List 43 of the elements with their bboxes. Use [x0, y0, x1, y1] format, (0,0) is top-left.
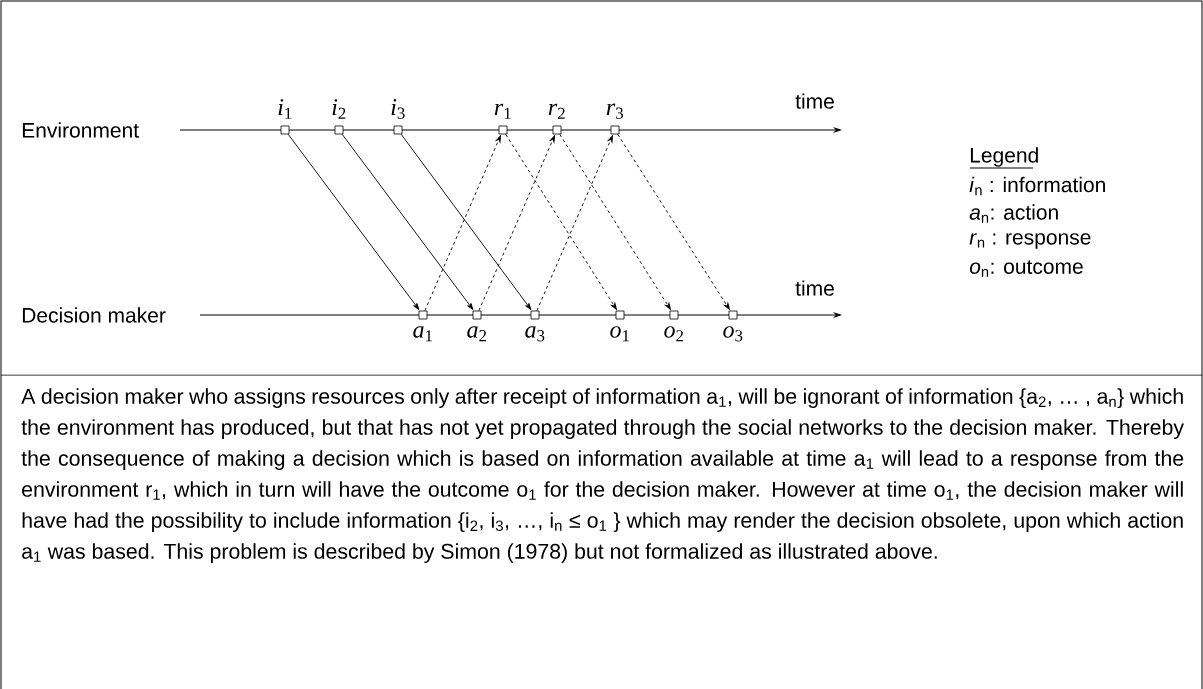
timeline-label: Decision maker [22, 307, 166, 323]
event-label: i$_{2}$ [332, 99, 346, 119]
event-label: r$_{1}$ [494, 103, 511, 119]
event-label: a$_{1}$ [413, 326, 432, 342]
event-label: r$_{2}$ [548, 103, 565, 119]
legend-entry: a$_{n}$: action [969, 204, 1058, 223]
timeline-label: Environment [22, 122, 139, 138]
event-marker [472, 310, 482, 320]
event-label: i$_{3}$ [391, 99, 405, 119]
event-marker [418, 310, 428, 320]
caption-text: A decision maker who assigns resources only after receipt of information a$_{1}$, will be ignorant of information {a$_{2}$, … , a$_{n}$} which the environment has produced, but that has not yet propagated through the social networks to the decision maker. Thereby the consequence of making a decision which is based on information available at time a$_{1}$ will lead to a response from the environment r$_{1}$, which in turn will have the outcome o$_{1}$ for the decision maker. However at time o$_{1}$, the decision maker will have had the possibility to include information {i$_{2}$, i$_{3}$, …, i$_{n}$ ≤ o$_{1}$ } which may render the decision obsolete, upon which action a$_{1}$ was based. This problem is described by Simon (1978) but not formalized as illustrated above. [21, 388, 1184, 564]
event-marker [552, 125, 562, 135]
event-label: a$_{2}$ [467, 326, 486, 342]
event-marker [393, 125, 403, 135]
event-marker [615, 310, 625, 320]
arrow [536, 135, 613, 312]
event-marker [280, 125, 290, 135]
time-label: time [795, 280, 834, 296]
event-marker [610, 125, 620, 135]
legend-entry: o$_{n}$: outcome [969, 260, 1083, 277]
event-marker [530, 310, 540, 320]
arrow [341, 133, 474, 310]
arrow [478, 135, 555, 312]
event-marker [728, 310, 738, 320]
event-label: o$_{2}$ [664, 326, 683, 342]
time-label: time [795, 93, 834, 109]
legend-entry: r$_{n}$ : response [969, 233, 1091, 249]
event-marker [669, 310, 679, 320]
arrow [287, 133, 420, 310]
legend-entry: i$_{n}$ : information [969, 176, 1105, 196]
arrow [559, 133, 671, 310]
event-label: a$_{3}$ [525, 326, 545, 342]
arrow [617, 133, 730, 310]
event-label: o$_{1}$ [610, 326, 629, 342]
arrow [505, 133, 617, 310]
event-marker [498, 125, 508, 135]
legend-heading: Legend [970, 147, 1038, 167]
arrow [424, 135, 501, 312]
event-label: i$_{1}$ [278, 99, 292, 119]
event-label: o$_{3}$ [723, 326, 743, 342]
event-label: r$_{3}$ [606, 103, 623, 119]
event-marker [334, 125, 344, 135]
arrow [400, 133, 532, 310]
